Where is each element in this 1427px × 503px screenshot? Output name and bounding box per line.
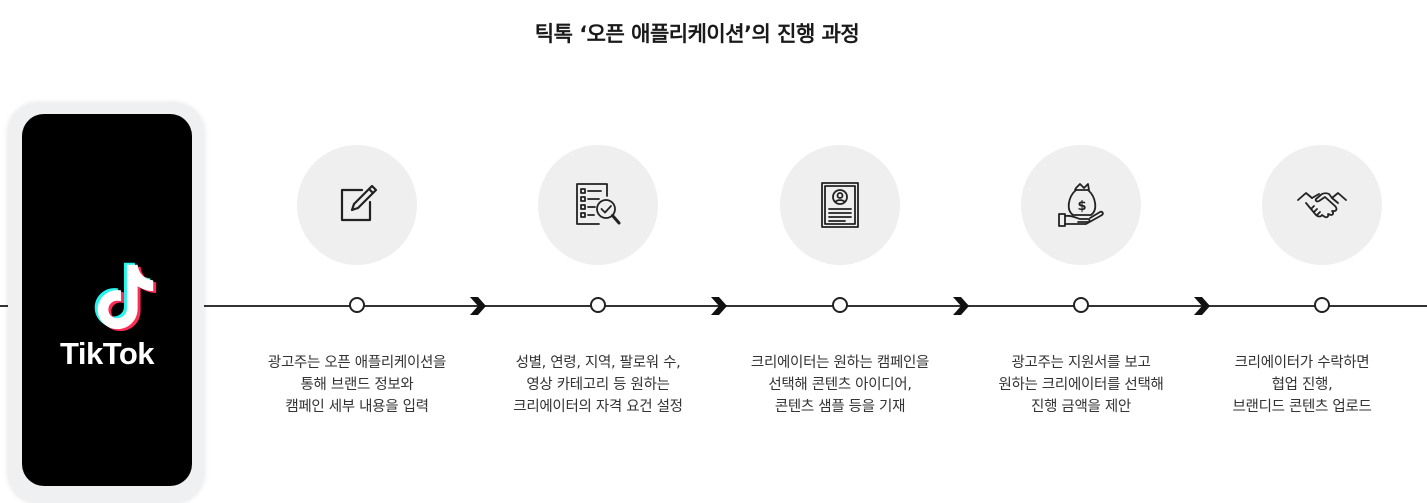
edit-form-icon <box>340 184 378 222</box>
arrow-right-icon <box>953 297 969 315</box>
step-2-line-1: 성별, 연령, 지역, 팔로워 수, <box>515 355 681 371</box>
svg-text:$: $ <box>1077 199 1086 214</box>
profile-document-icon <box>821 182 859 228</box>
tiktok-wordmark: TikTok <box>59 336 155 371</box>
step-3-line-2: 선택해 콘텐츠 아이디어, <box>768 377 912 393</box>
timeline-dot-3 <box>832 297 848 313</box>
timeline-dot-4 <box>1073 297 1089 313</box>
step-4-line-3: 진행 금액을 제안 <box>1031 399 1131 415</box>
step-3-line-1: 크리에이터는 원하는 캠페인을 <box>750 355 930 371</box>
step-4-icon-circle: $ <box>1021 145 1141 265</box>
step-5-description: 크리에이터가 수락하면 협업 진행, 브랜디드 콘텐츠 업로드 <box>1182 352 1422 418</box>
step-1-line-1: 광고주는 오픈 애플리케이션을 <box>267 355 447 371</box>
step-4-line-2: 원하는 크리에이터를 선택해 <box>998 377 1164 393</box>
step-2-line-3: 크리에이터의 자격 요건 설정 <box>513 399 683 415</box>
phone-mockup: TikTok <box>8 103 204 503</box>
timeline-dot-5 <box>1314 297 1330 313</box>
checklist-search-icon <box>576 183 621 225</box>
timeline-dot-1 <box>349 297 365 313</box>
phone-screen: TikTok <box>22 114 192 486</box>
step-1-description: 광고주는 오픈 애플리케이션을 통해 브랜드 정보와 캠페인 세부 내용을 입력 <box>237 352 477 418</box>
tiktok-logo-icon <box>94 262 157 332</box>
step-1-icon-circle <box>297 145 417 265</box>
step-4-description: 광고주는 지원서를 보고 원하는 크리에이터를 선택해 진행 금액을 제안 <box>961 352 1201 418</box>
arrow-right-icon <box>711 297 727 315</box>
step-5-line-1: 크리에이터가 수락하면 <box>1234 355 1370 371</box>
timeline-line <box>0 305 1427 307</box>
step-2-line-2: 영상 카테고리 등 원하는 <box>526 377 670 393</box>
step-5-icon-circle <box>1262 145 1382 265</box>
money-bag-hand-icon: $ <box>1058 183 1104 227</box>
step-4-line-1: 광고주는 지원서를 보고 <box>1011 355 1151 371</box>
step-3-line-3: 콘텐츠 샘플 등을 기재 <box>774 399 906 415</box>
step-2-icon-circle <box>538 145 658 265</box>
timeline-dot-2 <box>590 297 606 313</box>
step-2-description: 성별, 연령, 지역, 팔로워 수, 영상 카테고리 등 원하는 크리에이터의 … <box>478 352 718 418</box>
page-title: 틱톡 ‘오픈 애플리케이션’의 진행 과정 <box>534 22 860 46</box>
step-5-line-3: 브랜디드 콘텐츠 업로드 <box>1232 399 1372 415</box>
step-1-line-3: 캠페인 세부 내용을 입력 <box>285 399 429 415</box>
step-3-description: 크리에이터는 원하는 캠페인을 선택해 콘텐츠 아이디어, 콘텐츠 샘플 등을 … <box>720 352 960 418</box>
step-3-icon-circle <box>780 145 900 265</box>
arrow-right-icon <box>1194 297 1210 315</box>
step-1-line-2: 통해 브랜드 정보와 <box>300 377 414 393</box>
handshake-icon <box>1297 192 1347 219</box>
arrow-right-icon <box>470 297 486 315</box>
step-5-line-2: 협업 진행, <box>1271 377 1333 393</box>
